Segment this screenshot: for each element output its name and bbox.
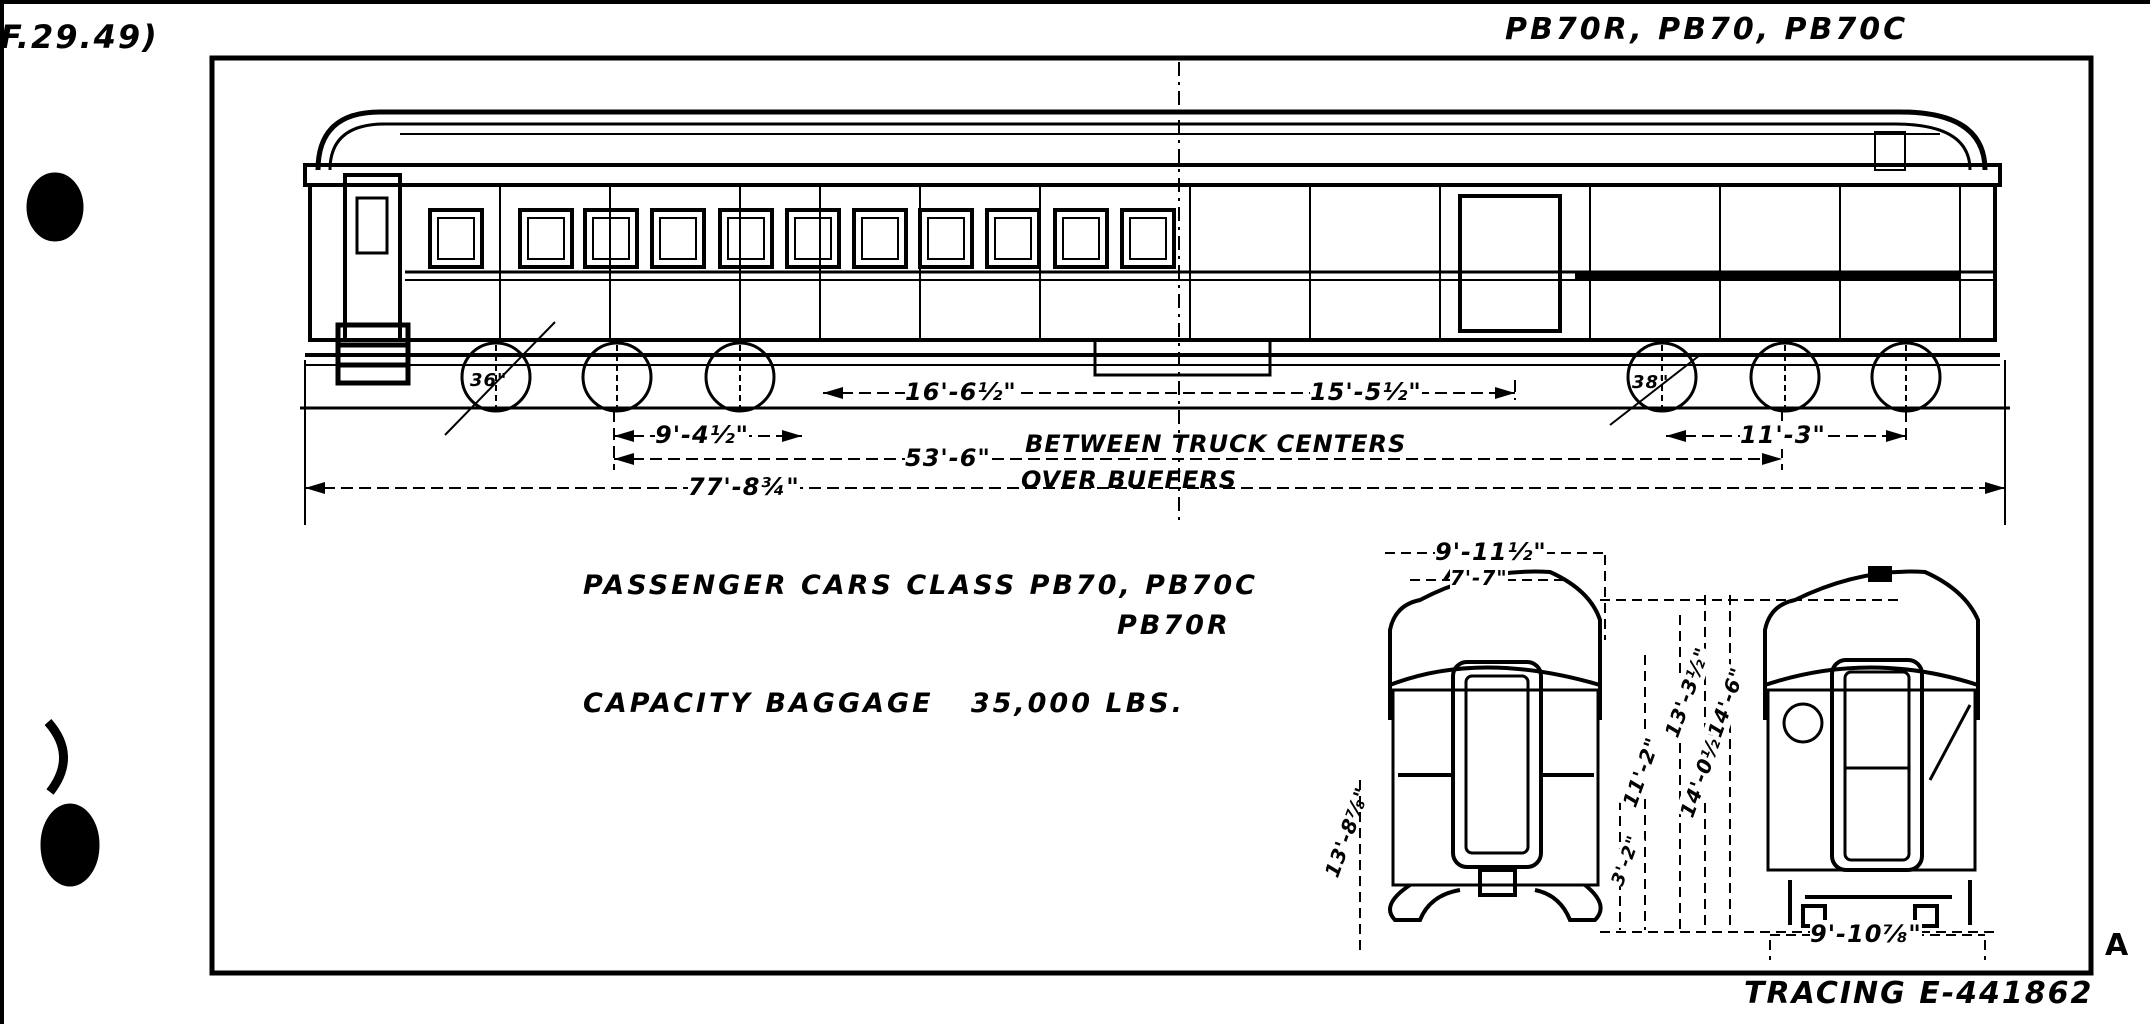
dim-rear-wheelbase: 11'-3" <box>1740 421 1826 449</box>
window-sash <box>994 217 1032 260</box>
side-view-posts <box>499 185 1961 340</box>
side-view-car <box>303 109 2002 386</box>
window-sash <box>794 217 832 260</box>
window-sash <box>437 217 475 260</box>
window-sash <box>1129 217 1167 260</box>
punch-hole-partial <box>44 719 68 795</box>
window <box>852 208 908 269</box>
sheet-reference: F.29.49) <box>0 18 159 56</box>
window-sash <box>927 217 965 260</box>
window <box>1120 208 1176 269</box>
window-sash <box>1062 217 1100 260</box>
dim-left-to-center: 16'-6½" <box>905 378 1017 406</box>
dim-truck-centers: 53'-6" <box>905 444 991 472</box>
window <box>1053 208 1109 269</box>
window <box>718 208 774 269</box>
window-sash <box>527 217 565 260</box>
dim-wheel-rear: 38" <box>1632 372 1670 393</box>
side-view-windows <box>428 208 1176 269</box>
window-sash <box>861 217 899 260</box>
window <box>785 208 841 269</box>
wheel <box>704 341 776 413</box>
label-over-buffers: OVER BUFFERS <box>1021 466 1238 494</box>
dim-width-bottom: 9'-10⅞" <box>1810 920 1922 948</box>
window-sash <box>727 217 765 260</box>
class-list: PB70R, PB70, PB70C <box>1505 12 1909 47</box>
window <box>428 208 484 269</box>
label-truck-centers: BETWEEN TRUCK CENTERS <box>1025 430 1407 458</box>
wheel <box>1626 341 1698 413</box>
window <box>518 208 574 269</box>
arrowheads <box>305 387 2005 494</box>
end-view-left <box>1388 563 1603 922</box>
dim-wheel-front: 36" <box>470 370 508 391</box>
window-sash <box>659 217 697 260</box>
tracing-number: TRACING E-441862 <box>1744 976 2094 1011</box>
note-capacity: CAPACITY BAGGAGE 35,000 LBS. <box>583 688 1185 719</box>
punch-hole <box>26 172 84 242</box>
dim-center-to-right: 15'-5½" <box>1310 378 1422 406</box>
note-class-pb70r: PB70R <box>1117 610 1231 641</box>
wheel <box>581 341 653 413</box>
dim-over-buffers: 77'-8¾" <box>688 473 800 501</box>
ventilator-icon <box>1782 702 1824 744</box>
dim-width-overall: 9'-11½" <box>1435 538 1547 566</box>
dim-width-roof: 7'-7" <box>1450 566 1508 590</box>
drawing-frame <box>209 55 2094 976</box>
note-classes: PASSENGER CARS CLASS PB70, PB70C <box>583 570 1258 601</box>
wheel <box>460 341 532 413</box>
punch-hole <box>40 803 100 887</box>
revision-letter: A <box>2105 928 2132 963</box>
wheel <box>1749 341 1821 413</box>
window <box>650 208 706 269</box>
end-view-right <box>1763 566 1980 928</box>
dim-front-wheelbase: 9'-4½" <box>655 421 750 449</box>
